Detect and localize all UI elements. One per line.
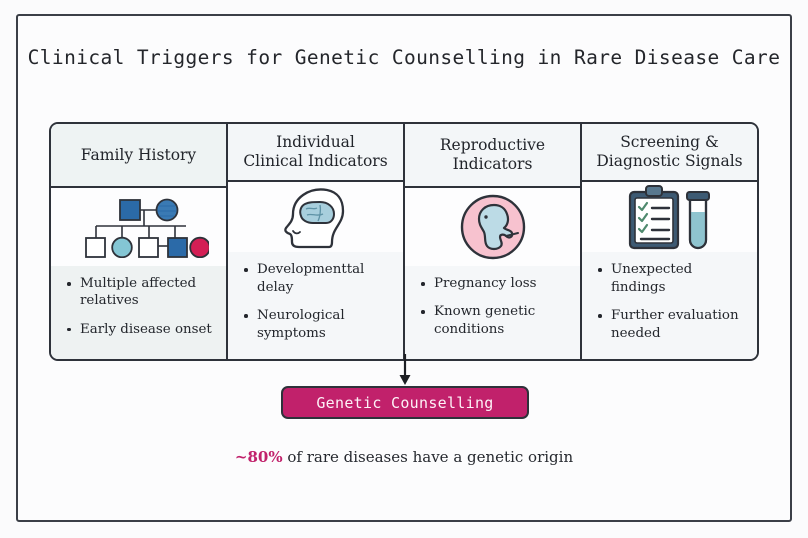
column-family-history: Family History	[51, 124, 228, 359]
column-bullets-reproductive-indicators: Pregnancy loss Known genetic conditions	[405, 266, 580, 359]
down-arrow-icon	[398, 354, 412, 386]
header-line-2: Indicators	[452, 155, 533, 173]
list-item: Developmenttal delay	[242, 261, 393, 296]
footnote-rest: of rare diseases have a genetic origin	[282, 448, 574, 466]
banner-label: Genetic Counselling	[316, 393, 494, 412]
header-line-1: Screening &	[620, 133, 719, 152]
list-item: Early disease onset	[65, 321, 216, 338]
list-item: Multiple affected relatives	[65, 275, 216, 310]
list-item: Pregnancy loss	[419, 275, 570, 292]
family-pedigree-icon	[51, 188, 226, 266]
genetic-counselling-banner: Genetic Counselling	[281, 386, 529, 419]
header-line-2: Diagnostic Signals	[596, 151, 743, 170]
triggers-table: Family History	[49, 122, 759, 361]
page-title: Clinical Triggers for Genetic Counsellin…	[27, 46, 781, 69]
fetus-circle-icon	[405, 188, 580, 266]
column-header-screening-diagnostic-signals: Screening &Diagnostic Signals	[582, 124, 757, 182]
footnote: ~80% of rare diseases have a genetic ori…	[0, 448, 808, 466]
head-brain-icon	[228, 181, 403, 253]
header-line-1: Reproductive	[439, 136, 546, 155]
column-header-family-history: Family History	[51, 124, 226, 188]
column-bullets-family-history: Multiple affected relatives Early diseas…	[51, 266, 226, 359]
column-bullets-screening-diagnostic-signals: Unexpected findings Further evaluation n…	[582, 252, 757, 359]
header-line-1: Individual	[276, 133, 355, 152]
list-item: Neurological symptoms	[242, 307, 393, 342]
clipboard-testtube-icon	[582, 181, 757, 253]
list-item: Further evaluation needed	[596, 307, 747, 342]
list-item: Known genetic conditions	[419, 303, 570, 338]
footnote-accent: ~80%	[234, 448, 283, 466]
column-bullets-individual-clinical-indicators: Developmenttal delay Neurological sympto…	[228, 252, 403, 359]
column-screening-diagnostic-signals: Screening &Diagnostic Signals	[582, 124, 757, 359]
list-item: Unexpected findings	[596, 261, 747, 296]
header-line-2: Clinical Indicators	[243, 151, 388, 170]
